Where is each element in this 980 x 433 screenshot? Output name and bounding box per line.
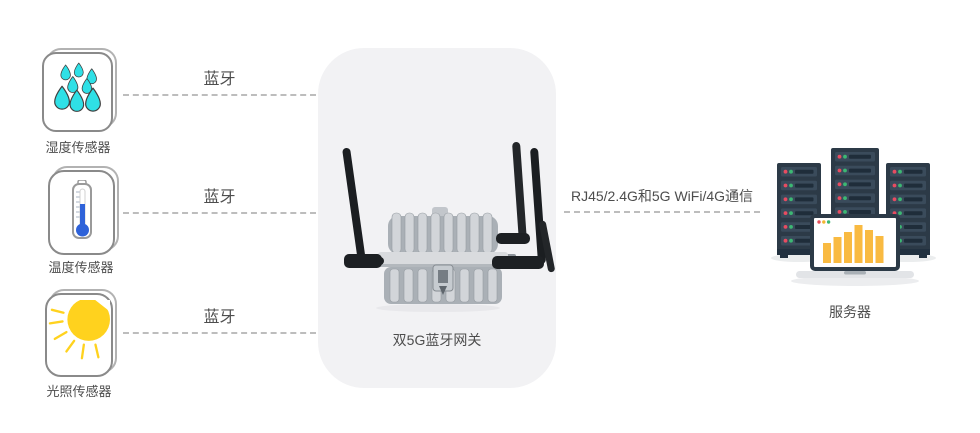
server-label: 服务器 — [829, 304, 871, 320]
window-dot-green — [826, 220, 831, 224]
window-dot-red — [817, 220, 821, 224]
bluetooth-link-3-dashed-line — [123, 332, 316, 334]
light-sensor-card — [45, 293, 113, 377]
gateway-label: 双5G蓝牙网关 — [392, 332, 482, 348]
temperature-sensor-card — [48, 170, 115, 255]
thermometer-icon — [71, 179, 92, 239]
window-dot-yellow — [822, 220, 826, 224]
bluetooth-link-3-label: 蓝牙 — [203, 309, 236, 326]
gateway-antenna-mounts — [344, 233, 544, 269]
laptop-bar-chart — [823, 225, 884, 263]
server-rack-left — [777, 163, 821, 258]
sunlight-icon — [48, 300, 110, 360]
humidity-sensor-card — [42, 52, 113, 132]
bluetooth-link-3: 蓝牙 — [123, 308, 316, 334]
uplink-dashed-line — [564, 211, 760, 213]
humidity-sensor-label: 湿度传感器 — [45, 140, 111, 155]
light-sensor-label: 光照传感器 — [46, 384, 112, 399]
bluetooth-link-1-dashed-line — [123, 94, 316, 96]
bluetooth-link-1-label: 蓝牙 — [203, 71, 236, 88]
gateway-antennas — [342, 141, 555, 273]
laptop — [791, 214, 919, 286]
uplink-connection: RJ45/2.4G和5G WiFi/4G通信 — [564, 188, 760, 213]
gateway-shadow — [376, 304, 500, 312]
bluetooth-link-2: 蓝牙 — [123, 188, 316, 214]
bluetooth-link-1: 蓝牙 — [123, 70, 316, 96]
outdoor-gateway-device-icon — [342, 141, 555, 312]
humidity-drops-icon — [53, 62, 101, 112]
bluetooth-link-2-dashed-line — [123, 212, 316, 214]
temperature-sensor-label: 温度传感器 — [48, 260, 114, 275]
server-racks-laptop-icon — [771, 148, 936, 286]
gateway-enclosure — [370, 207, 516, 304]
uplink-label: RJ45/2.4G和5G WiFi/4G通信 — [570, 188, 754, 204]
bluetooth-link-2-label: 蓝牙 — [203, 189, 236, 206]
